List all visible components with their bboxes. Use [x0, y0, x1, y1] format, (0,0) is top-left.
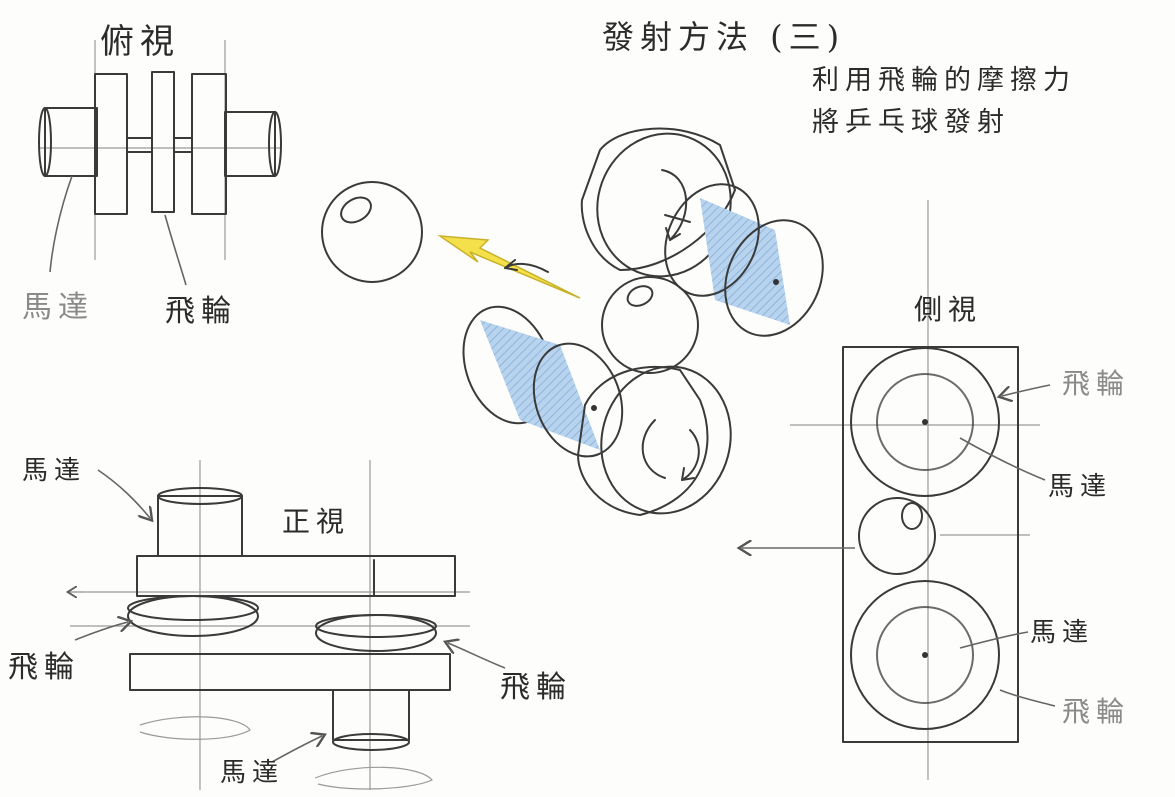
side-view-motor-bottom-label: 馬達	[1030, 618, 1095, 648]
isometric-sketch	[462, 127, 824, 516]
top-left-plate	[94, 73, 128, 215]
launched-ball-drawing	[321, 181, 581, 299]
top-view-drawing	[38, 40, 282, 286]
top-left-motor	[44, 107, 98, 177]
side-view-title: 側視	[914, 293, 983, 326]
description-line-2: 將乒乓球發射	[812, 107, 1010, 138]
top-view-flywheel-label: 飛輪	[165, 294, 237, 329]
side-view-flywheel-bottom-label: 飛輪	[1062, 695, 1131, 728]
front-view-drawing	[70, 460, 506, 790]
side-view-motor-top-label: 馬達	[1048, 472, 1113, 502]
side-view-flywheel-top-label: 飛輪	[1062, 367, 1131, 400]
top-view-title: 俯視	[100, 22, 180, 62]
front-view-motor-top-label: 馬達	[22, 456, 87, 486]
side-view-drawing	[742, 200, 1056, 780]
top-view-motor-label: 馬達	[22, 290, 94, 325]
front-view-flywheel-left-label: 飛輪	[8, 650, 80, 685]
front-view-title: 正視	[282, 505, 351, 538]
top-right-motor	[224, 111, 276, 177]
front-view-motor-bottom-label: 馬達	[220, 758, 285, 788]
front-bottom-motor	[332, 689, 410, 741]
top-right-plate	[191, 73, 227, 215]
front-upper-plate	[136, 555, 456, 597]
side-frame	[842, 346, 1019, 743]
page-title: 發射方法 (三)	[602, 18, 846, 56]
description-line-1: 利用飛輪的摩擦力	[812, 65, 1076, 96]
front-view-flywheel-right-label: 飛輪	[500, 670, 572, 705]
front-lower-plate	[129, 653, 451, 691]
top-flywheel	[151, 71, 175, 213]
